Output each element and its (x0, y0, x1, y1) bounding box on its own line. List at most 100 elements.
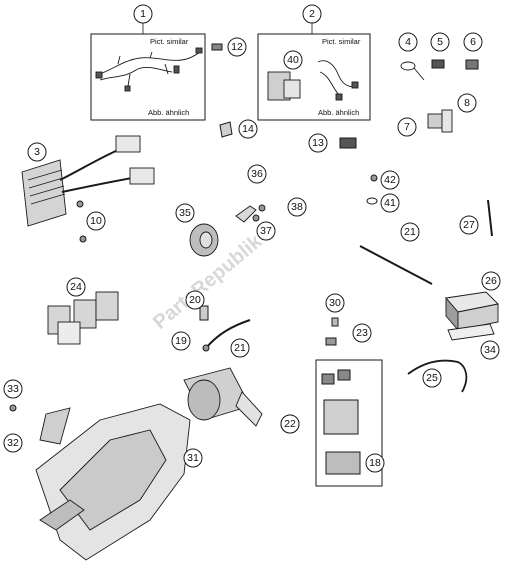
svg-text:22: 22 (284, 418, 296, 430)
relay-set-24-part (47, 291, 119, 345)
svg-text:4: 4 (405, 36, 411, 48)
ground-cable-21b-part (205, 319, 251, 349)
callout-8: 8 (457, 93, 477, 113)
svg-text:35: 35 (179, 207, 191, 219)
connector-12-part (211, 43, 223, 51)
box2-abb-aehnlich: Abb. ähnlich (318, 108, 359, 117)
cable-tie-part (400, 61, 425, 81)
callout-40: 40 (283, 50, 303, 70)
callout-27: 27 (459, 215, 479, 235)
fuse-30-part (331, 317, 339, 327)
svg-text:6: 6 (470, 36, 476, 48)
callout-19: 19 (171, 331, 191, 351)
svg-text:10: 10 (90, 215, 102, 227)
svg-text:33: 33 (7, 383, 19, 395)
starter-relay-box (315, 359, 383, 487)
svg-text:7: 7 (404, 121, 410, 133)
svg-text:21: 21 (404, 226, 416, 238)
box2-pict-similar: Pict. similar (322, 37, 361, 46)
battery-part (445, 291, 499, 341)
callout-33: 33 (3, 379, 23, 399)
svg-text:25: 25 (426, 372, 438, 384)
svg-text:24: 24 (70, 281, 82, 293)
bolt-19-part (202, 344, 210, 352)
callout-32: 32 (3, 433, 23, 453)
horn-part (189, 204, 266, 257)
bracket-32-part (39, 407, 71, 445)
svg-text:18: 18 (369, 457, 381, 469)
washer-41-part (366, 197, 378, 205)
callout-21-upper: 21 (400, 222, 420, 242)
svg-text:1: 1 (140, 8, 146, 20)
callout-7: 7 (397, 117, 417, 137)
callout-36: 36 (247, 164, 267, 184)
callout-18: 18 (365, 453, 385, 473)
callout-37: 37 (256, 221, 276, 241)
callout-26: 26 (481, 271, 501, 291)
ground-cable-21-part (359, 245, 433, 285)
bolt-33-part (9, 404, 17, 412)
callout-38: 38 (287, 197, 307, 217)
callout-42: 42 (380, 170, 400, 190)
svg-text:36: 36 (251, 168, 263, 180)
connector-6-part (465, 59, 479, 70)
callout-4: 4 (398, 32, 418, 52)
fuse-20-part (199, 305, 209, 321)
svg-text:34: 34 (484, 344, 496, 356)
box1-pict-similar: Pict. similar (150, 37, 189, 46)
voltage-regulator-part (21, 135, 155, 227)
svg-text:2: 2 (309, 8, 315, 20)
callout-2: 2 (302, 4, 322, 24)
callout-23: 23 (352, 323, 372, 343)
callout-35: 35 (175, 203, 195, 223)
callout-41: 41 (380, 193, 400, 213)
svg-text:14: 14 (242, 123, 254, 135)
sub-harness-box: Pict. similar Abb. ähnlich (257, 22, 371, 121)
connector-13-part (339, 137, 357, 149)
svg-text:32: 32 (7, 437, 19, 449)
connector-5-part (431, 59, 445, 69)
svg-text:19: 19 (175, 335, 187, 347)
svg-text:38: 38 (291, 201, 303, 213)
starter-cable-part (407, 359, 468, 393)
starter-motor-part (183, 367, 263, 427)
box1-abb-aehnlich: Abb. ähnlich (148, 108, 189, 117)
fuse-23-part (325, 337, 337, 346)
connector-14-part (219, 121, 233, 138)
callout-1: 1 (133, 4, 153, 24)
callout-21-lower: 21 (230, 338, 250, 358)
svg-text:40: 40 (287, 54, 299, 66)
callout-14: 14 (238, 119, 258, 139)
svg-text:37: 37 (260, 225, 272, 237)
svg-text:31: 31 (187, 452, 199, 464)
svg-text:23: 23 (356, 327, 368, 339)
wiring-harness-part (95, 47, 203, 92)
svg-text:20: 20 (189, 294, 201, 306)
relay-part (427, 109, 453, 133)
callout-25: 25 (422, 368, 442, 388)
svg-text:3: 3 (34, 146, 40, 158)
svg-text:30: 30 (329, 297, 341, 309)
wiring-harness-box: Pict. similar Abb. ähnlich (90, 22, 206, 121)
svg-text:8: 8 (464, 97, 470, 109)
callout-24: 24 (66, 277, 86, 297)
svg-text:41: 41 (384, 197, 396, 209)
callout-6: 6 (463, 32, 483, 52)
svg-text:5: 5 (437, 36, 443, 48)
callout-12: 12 (227, 37, 247, 57)
svg-text:42: 42 (384, 174, 396, 186)
callout-13: 13 (308, 133, 328, 153)
svg-text:13: 13 (312, 137, 324, 149)
svg-text:26: 26 (485, 275, 497, 287)
callout-20: 20 (185, 290, 205, 310)
callout-34: 34 (480, 340, 500, 360)
electronics-carrier-part (35, 403, 191, 561)
bolt-10-part (76, 200, 87, 243)
callout-30: 30 (325, 293, 345, 313)
callout-31: 31 (183, 448, 203, 468)
callout-22: 22 (280, 414, 300, 434)
fuse-puller-part (487, 199, 493, 237)
svg-text:12: 12 (231, 41, 243, 53)
